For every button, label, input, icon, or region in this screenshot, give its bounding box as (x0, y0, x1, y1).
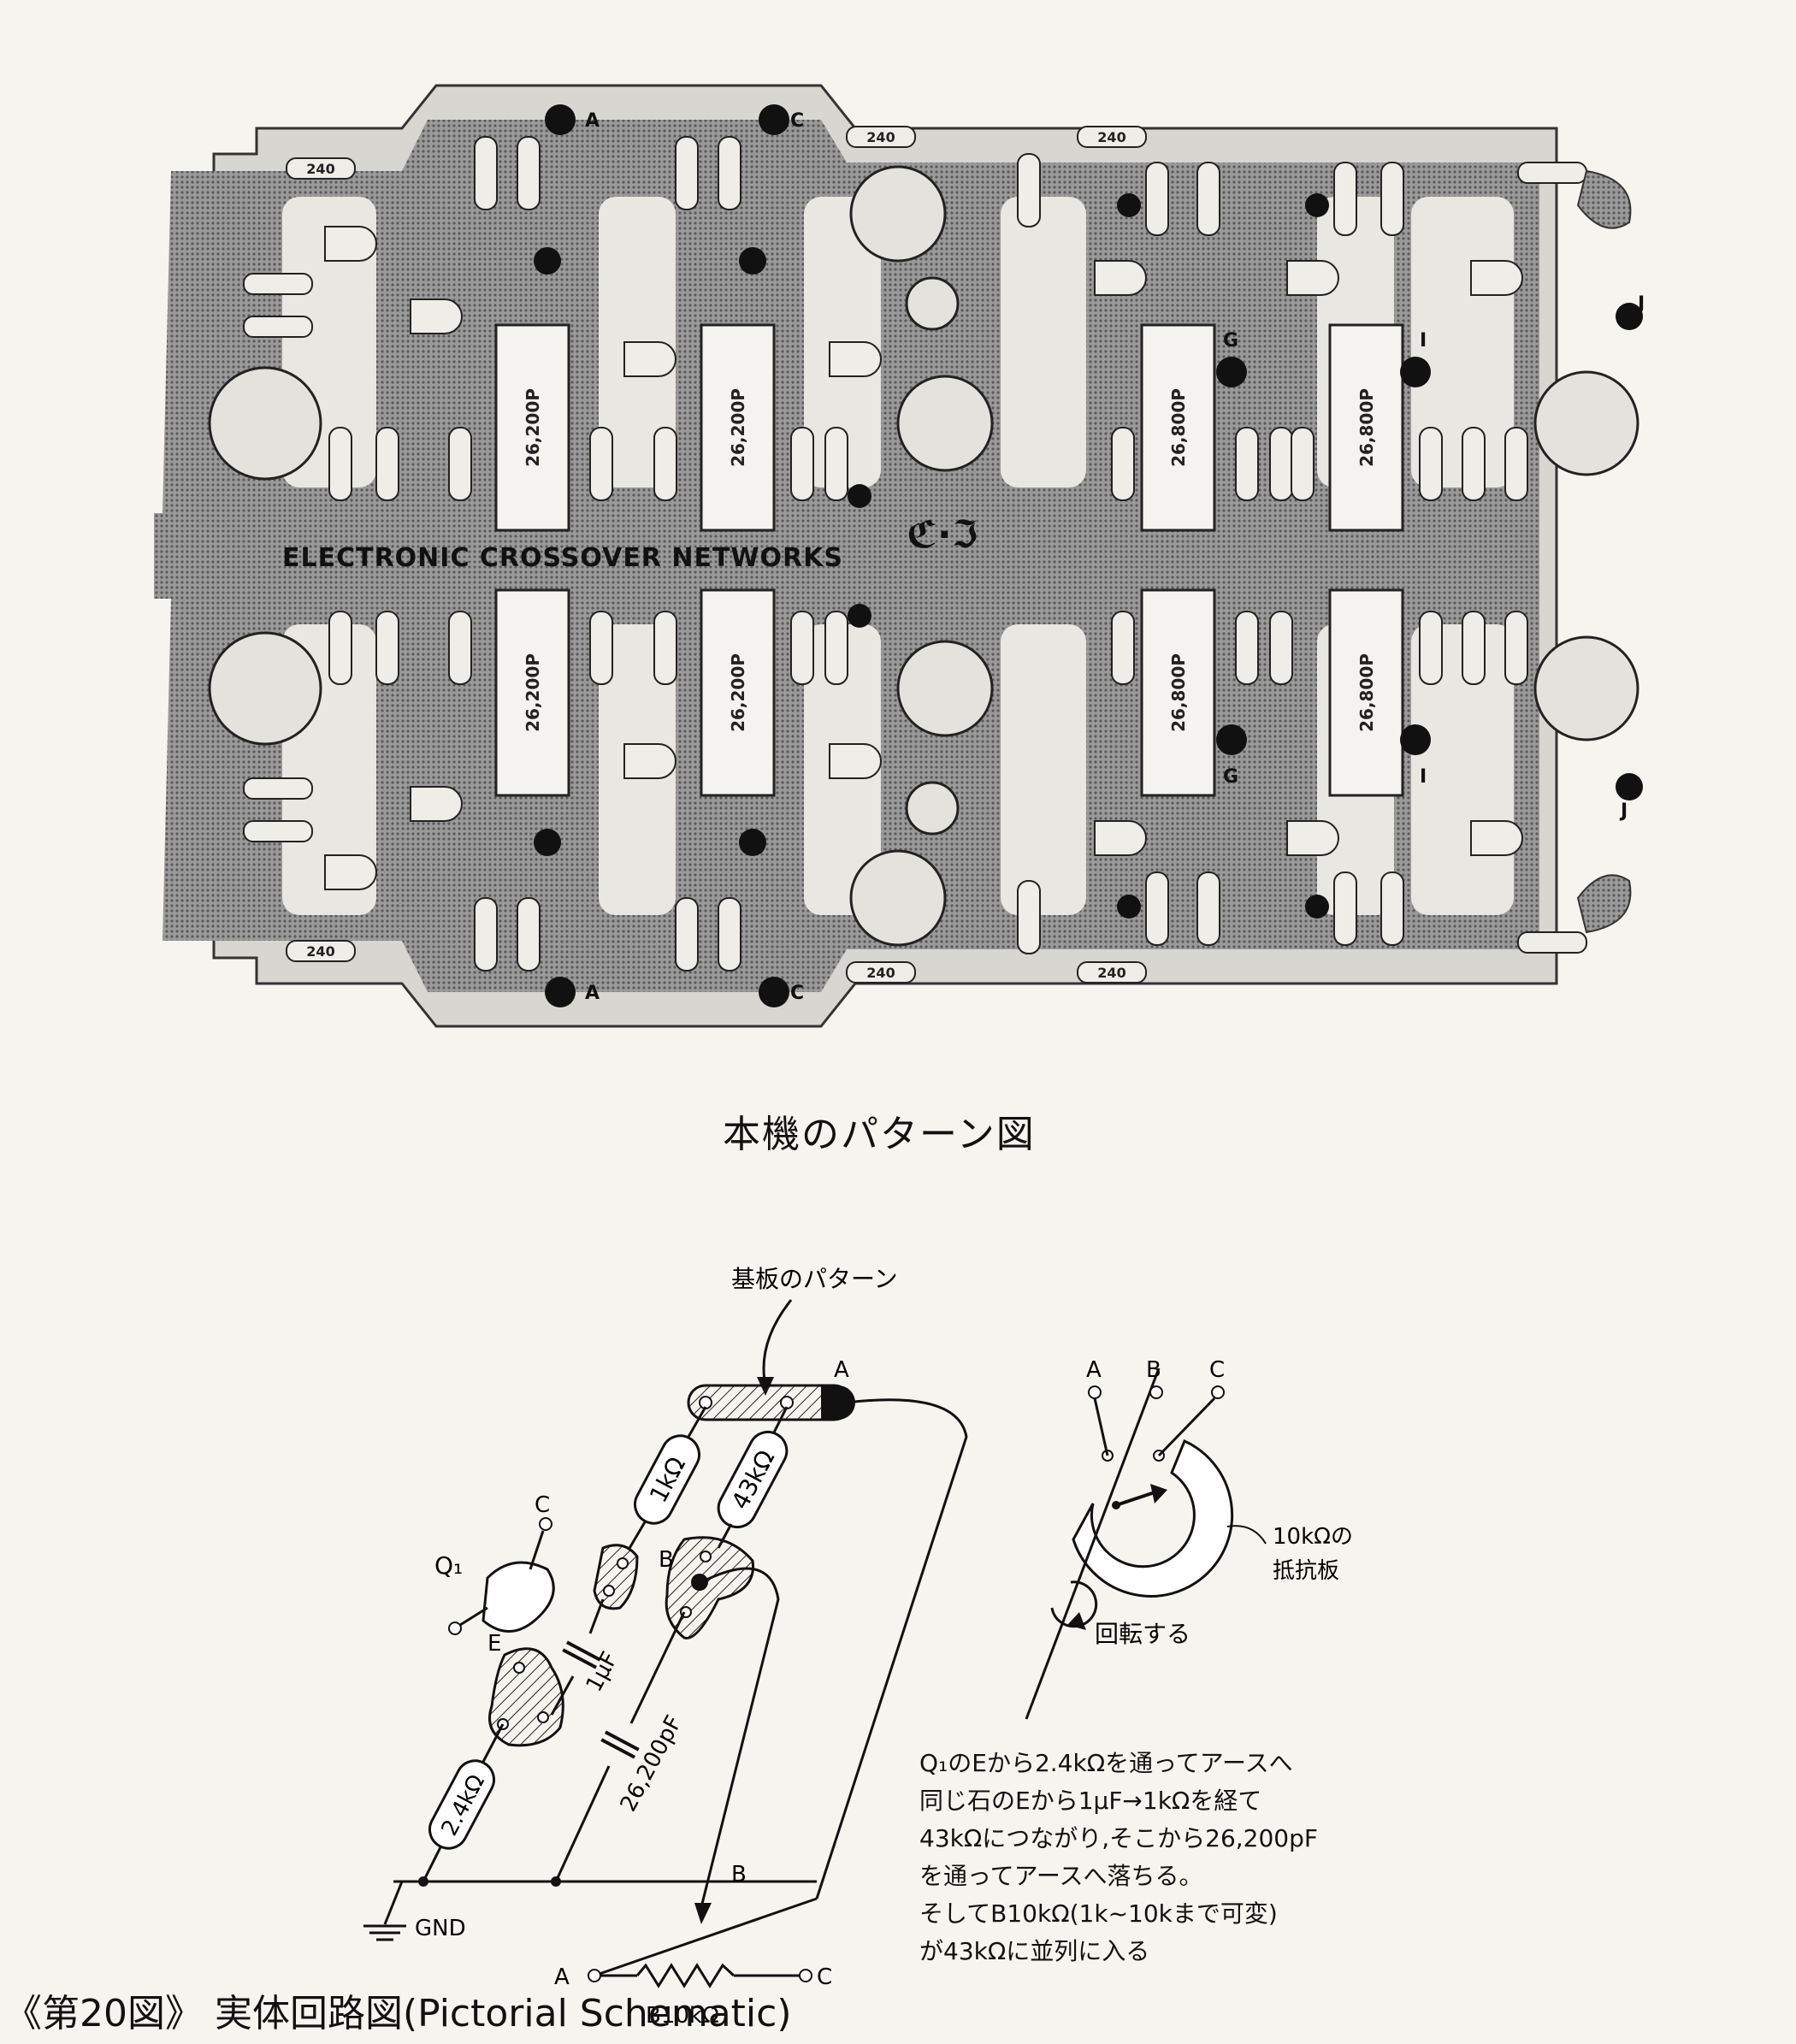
pin-label-c: C (790, 110, 804, 132)
pot-value-label: B10kΩ (646, 2003, 719, 2029)
explanation-line: が43kΩに並列に入る (919, 1937, 1150, 1965)
explanation-line: そしてB10kΩ(1k~10kまで可変) (919, 1899, 1278, 1928)
resistor-label: 240 (1097, 965, 1125, 981)
pin-label-a: A (585, 983, 600, 1004)
film-cap-label: 26,800P (1168, 388, 1189, 467)
q1-collector-label: C (535, 1492, 550, 1518)
resistor-label: 240 (306, 161, 334, 177)
pcb-caption: 本機のパターン図 (723, 1113, 1036, 1156)
resistor-label: 240 (1097, 129, 1125, 145)
mounting-lugs (1576, 169, 1632, 934)
gnd-label: GND (415, 1916, 466, 1941)
capacitor-26200pf (600, 1730, 640, 1759)
pin-label-j: J (1636, 293, 1645, 315)
board-title: ELECTRONIC CROSSOVER NETWORKS (282, 543, 843, 573)
explanation-line: 43kΩにつながり,そこから26,200pF (919, 1824, 1318, 1852)
pictorial-schematic: 基板のパターン A 1kΩ 43kΩ B (363, 1265, 1353, 2029)
capacitor-26200pf-label: 26,200pF (616, 1711, 688, 1816)
capacitor-1uf (562, 1640, 601, 1669)
film-cap-label: 26,200P (523, 388, 543, 467)
film-cap-label: 26,800P (1168, 653, 1189, 732)
resistor-2-4k: 2.4kΩ (428, 1759, 495, 1850)
resistors (243, 126, 1587, 984)
pin-label-c: C (790, 983, 804, 1004)
q1-emitter-label: E (487, 1631, 501, 1657)
pattern-label: 基板のパターン (731, 1265, 898, 1293)
pad-e (488, 1647, 564, 1747)
explanation-line: を通ってアースへ落ちる。 (919, 1862, 1203, 1890)
pcb-pattern-diagram: 26,200P 26,200P 26,800P 26,800P 26,200P … (154, 84, 1645, 1028)
film-cap-label: 26,200P (728, 388, 748, 467)
potentiometer-b10k (600, 1963, 812, 1988)
gnd-symbol (363, 1924, 406, 1941)
pad-b (665, 1536, 754, 1639)
pattern-strip (687, 1384, 855, 1421)
transistors (324, 226, 1523, 890)
explanation-text: Q₁のEから2.4kΩを通ってアースへ 同じ石のEから1μF→1kΩを経て 43… (919, 1745, 1318, 1970)
pin-label-a: A (585, 110, 600, 132)
pin-label-j: J (1619, 800, 1628, 822)
rheostat-diagram (1025, 1368, 1267, 1720)
pattern-arrow (762, 1299, 793, 1386)
film-cap-label: 26,800P (1356, 388, 1377, 467)
resistor-label: 240 (306, 943, 334, 960)
pad-b-label: B (659, 1547, 674, 1573)
pin-label-g: G (1223, 766, 1238, 788)
wire-a (815, 1398, 968, 1899)
board-logo: ℭ·ℑ (907, 513, 978, 557)
pot-a-label: A (554, 1964, 570, 1990)
resist-board-line1: 10kΩの (1273, 1524, 1353, 1550)
film-cap-label: 26,200P (523, 653, 543, 732)
rotate-label: 回転する (1095, 1620, 1190, 1648)
wire-b (700, 1567, 780, 1908)
pin-label-i: I (1420, 766, 1427, 788)
pin-label-g: G (1223, 330, 1238, 351)
explanation-line: 同じ石のEから1μF→1kΩを経て (919, 1787, 1262, 1815)
resistor-1k: 1kΩ (634, 1434, 700, 1525)
pin-a-top: A (834, 1357, 849, 1383)
rheostat-c-label: C (1209, 1357, 1225, 1383)
terminal-pads (534, 104, 1643, 1007)
pin-label-i: I (1420, 330, 1427, 351)
pot-wiper-label: B (731, 1862, 747, 1887)
rheostat-a-label: A (1086, 1357, 1102, 1383)
film-capacitors (494, 323, 1404, 797)
pot-c-label: C (817, 1964, 832, 1990)
resistor-label: 240 (866, 129, 895, 145)
vertical-resistors (328, 136, 1528, 972)
figure-caption: 《第20図》 実体回路図(Pictorial Schematic) (4, 1992, 792, 2035)
resistor-label: 240 (866, 965, 895, 981)
resistor-43k: 43kΩ (717, 1430, 789, 1529)
q1-label: Q₁ (434, 1551, 463, 1580)
film-cap-label: 26,200P (728, 653, 748, 732)
electrolytic-capacitors (208, 165, 1639, 947)
explanation-line: Q₁のEから2.4kΩを通ってアースへ (919, 1749, 1293, 1777)
transistor-q1 (448, 1517, 555, 1635)
resist-board-line2: 抵抗板 (1273, 1558, 1339, 1584)
film-cap-label: 26,800P (1356, 653, 1377, 732)
pad-1k (593, 1544, 639, 1610)
rheostat-b-label: B (1146, 1357, 1161, 1383)
